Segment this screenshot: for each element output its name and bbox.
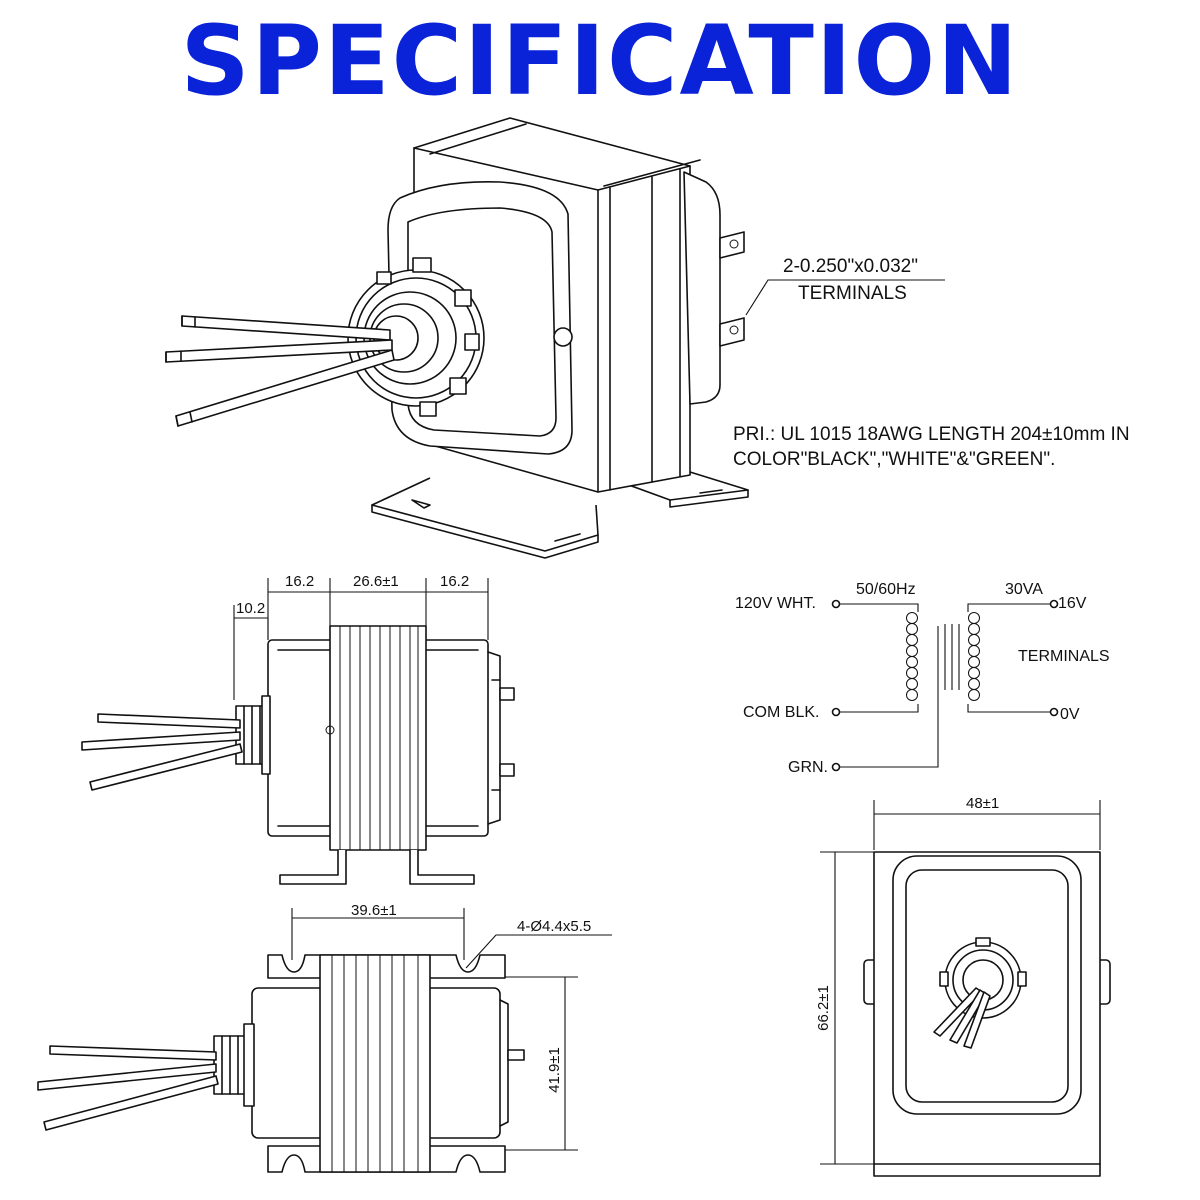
front-view: 48±1 66.2±1: [815, 795, 1111, 1177]
label-120v-white: 120V WHT.: [735, 595, 816, 612]
top-view: 39.6±1 4-Ø4.4x5.5 41.9±1: [37, 902, 612, 1173]
primary-lead-note-line1: PRI.: UL 1015 18AWG LENGTH 204±10mm IN: [733, 424, 1130, 445]
side-view: 16.2 26.6±1 16.2 10.2: [81, 573, 515, 885]
label-rating: 30VA: [1005, 581, 1043, 598]
core-laminations: [339, 626, 419, 850]
isometric-view: 2-0.250"x0.032" TERMINALS PRI.: UL 1015 …: [165, 117, 1130, 559]
lead-wires: [165, 315, 395, 427]
spade-terminal-lower: [719, 317, 745, 347]
label-frequency: 50/60Hz: [856, 581, 916, 598]
label-16v: 16V: [1058, 595, 1087, 612]
dim-side-left: 16.2: [285, 573, 314, 590]
secondary-coil: [968, 612, 980, 701]
dim-core-width: 26.6±1: [353, 573, 399, 590]
rear-bobbin-cap: [683, 171, 745, 405]
terminal-spec-line1: 2-0.250"x0.032": [783, 256, 918, 277]
dim-core-height: 41.9±1: [546, 1047, 563, 1093]
dim-side-right: 16.2: [440, 573, 469, 590]
wiring-schematic: 120V WHT. 50/60Hz 30VA 16V TERMINALS COM…: [735, 581, 1110, 776]
primary-coil: [906, 612, 918, 701]
dim-front-height: 66.2±1: [815, 985, 832, 1031]
dim-mount-holes: 4-Ø4.4x5.5: [517, 918, 591, 935]
page-title: SPECIFICATION: [180, 5, 1020, 117]
strain-relief-bushing: [347, 257, 485, 417]
spade-terminal-upper: [719, 231, 745, 259]
label-ground: GRN.: [788, 759, 828, 776]
dim-bushing-offset: 10.2: [236, 600, 265, 617]
label-0v: 0V: [1060, 706, 1080, 723]
dim-mount-spacing: 39.6±1: [351, 902, 397, 919]
label-com-black: COM BLK.: [743, 704, 819, 721]
primary-lead-note-line2: COLOR"BLACK","WHITE"&"GREEN".: [733, 449, 1055, 470]
dim-front-width: 48±1: [966, 795, 999, 812]
mounting-foot-left: [371, 477, 599, 559]
label-terminals: TERMINALS: [1018, 648, 1110, 665]
terminal-spec-line2: TERMINALS: [798, 283, 907, 304]
terminal-leader: [745, 279, 945, 316]
